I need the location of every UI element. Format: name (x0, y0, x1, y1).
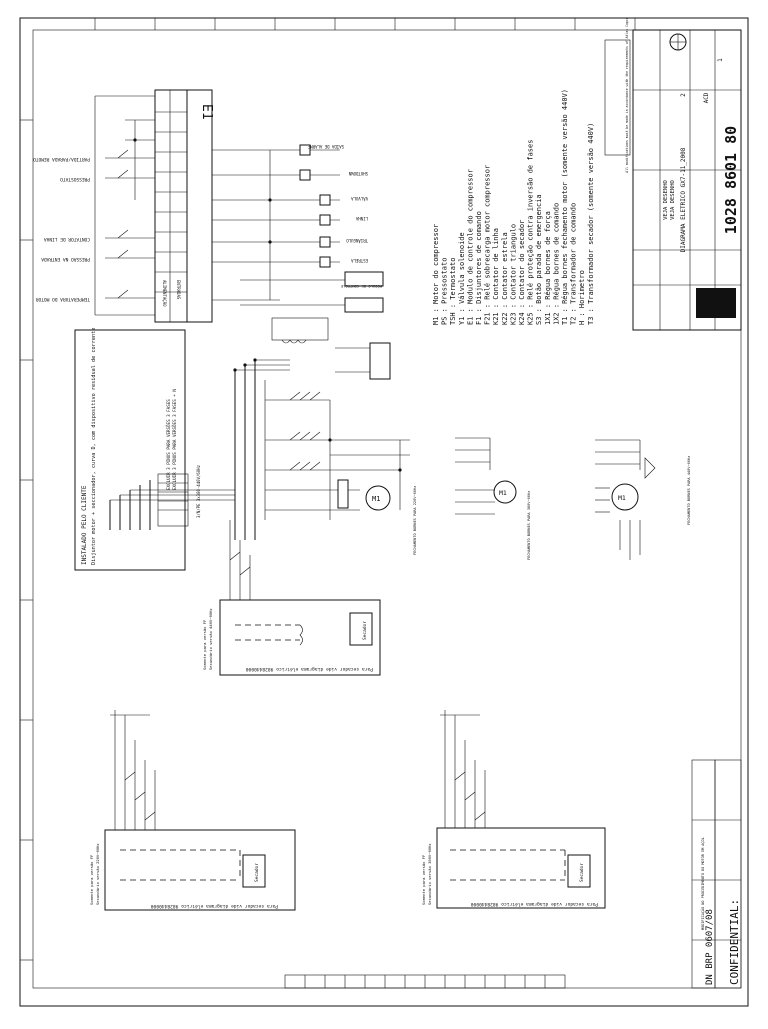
dryer-ref-220: Para secador vide diagrama elétrico 9828… (151, 903, 278, 910)
dryer-label-440: Secador (362, 621, 368, 640)
label-shutdown: SHUTDOWN (348, 171, 368, 176)
dryer-circuit-440: Secador Para secador vide diagrama elétr… (202, 520, 381, 676)
dryer-label-380: Secador (579, 863, 585, 882)
legend-entry: K25 : Relé proteção contra inversão de f… (527, 140, 535, 325)
legend-entry: PS : Pressostato (441, 258, 449, 325)
label-control-module: MÓDULO DE CONTROLE (340, 284, 382, 289)
three-phase-neutral-rule: EXCLUIR 3 PINOS PARA VERSÕES 3 FASES + N (172, 389, 177, 490)
outer-frame (19, 17, 749, 1007)
legend-entry: T2 : Transformador de comando (570, 203, 578, 325)
dryer-version-220: Somente para versão FF (89, 854, 94, 905)
dryer-ref-380: Para secador vide diagrama elétrico 9828… (471, 901, 598, 908)
label-motor-temperature: TEMPERATURA DO MOTOR (36, 296, 90, 302)
legend-entry: K21 : Contator de linha (492, 228, 500, 325)
see-drawing-1: VEJA DESENHO (670, 180, 676, 220)
frame-markers (20, 18, 636, 961)
drawing-title: DIAGRAMA ELETRICO GX7-11_2008 (680, 147, 687, 252)
legend-entry: TSH : Termostato (449, 258, 457, 325)
dryer-secondary-440: Secundário versão 440V~60Hz (208, 608, 213, 670)
label-line: LINHA (355, 216, 368, 221)
disjuntor-note: Disjuntor motor + seccionador, curva D, … (91, 328, 97, 565)
legend-entry: 1X1 : Régua bornes de força (544, 211, 552, 325)
dryer-circuit-220: Secador Para secador vide diagrama elétr… (89, 710, 296, 911)
inner-frame (32, 29, 742, 989)
label-remote-start-stop: PARTIDA/PARADA REMOTO (33, 156, 90, 162)
e1-label: E1 (199, 104, 214, 120)
motor-closing-220: FECHAMENTO BORNES PARA 220V~60Hz (413, 486, 417, 555)
dryer-ref-440: Para secador vide diagrama elétrico 9828… (246, 666, 373, 673)
motor-380v-symbol (493, 480, 517, 504)
output-wiring (212, 144, 384, 313)
motor-380v-label: M1 (499, 489, 507, 497)
warning-triangle (644, 457, 656, 479)
legend-entry: F1 : Disjuntores de comando (475, 211, 483, 325)
motor-closing-440: FECHAMENTO BORNES PARA 440V~60Hz (687, 456, 691, 525)
junction-dots (133, 138, 402, 472)
bottom-right-strip: CONFIDENTIAL: DN BRP 0607/08 MODIFICAÇÃO… (691, 759, 742, 989)
drawing-number: 1028 8601 80 (722, 126, 740, 234)
dryer-label-220: Secador (254, 863, 260, 882)
legend-entry: M1 : Motor do compressor (432, 224, 440, 325)
legend-entry: K23 : Contator triangulo (509, 224, 517, 325)
revision-number: 2 (680, 93, 687, 97)
label-star: ESTRELA (351, 258, 368, 263)
input-wiring (94, 95, 155, 316)
three-phase-rule: EXCLUIR 3 PINOS PARA VERSÕES 3 FASES (166, 399, 171, 490)
control-module-e1: E1 ENTRADAS ALIMENTAÇÃO (154, 89, 214, 323)
sheet-number: 1 (717, 58, 724, 62)
atlas-logo-block (696, 288, 736, 318)
modification-notice: All modifications must be made in accord… (625, 17, 629, 173)
legend-entry: S3 : Botão parada de emergencia (535, 194, 543, 325)
dn-reference: DN BRP 0607/08 (705, 909, 715, 985)
dryer-version-440: Somente para versão FF (202, 619, 207, 670)
label-alarm-output: SAÍDA DE ALARME (307, 144, 344, 149)
revision-note: MODIFICAÇÃO NO PROCEDIMENTO DO MOTOR EM … (700, 837, 705, 930)
e1-entries-label: ENTRADAS (176, 280, 181, 300)
legend-entry: T1 : Régua bornes fechamento motor (some… (561, 89, 569, 325)
motor-m1-symbol (365, 485, 391, 511)
motor-closing-380: FECHAMENTO BORNES PARA 380V~60Hz (527, 491, 531, 560)
motor-terminal-diagrams: M1 FECHAMENTO BORNES PARA 380V~60Hz M1 F… (455, 437, 691, 560)
label-line-contactor: CONTATOR DE LINHA (44, 236, 90, 242)
dryer-secondary-220: Secundário versão 220V~60Hz (95, 843, 100, 905)
label-valve: VÁLVULA (351, 196, 368, 201)
dryer-version-380: Somente para versão FF (421, 854, 426, 905)
legend-entry: T3 : Transformador secador (somente vers… (587, 123, 595, 325)
legend-entry: E1 : Modulo de controle do compressor (466, 169, 474, 325)
dryer-secondary-380: Secundário versão 380V~60Hz (427, 843, 432, 905)
label-delta: TRIÂNGULO (346, 238, 368, 243)
label-pressure-switch: PRESSOSTATO (60, 176, 90, 182)
power-circuit: INSTALADO PELO CLIENTE Disjuntor motor +… (74, 317, 417, 571)
confidential-label: CONFIDENTIAL: (728, 899, 741, 985)
client-installed-note: INSTALADO PELO CLIENTE (81, 485, 88, 565)
legend-entry: K24 : Contator do secador (518, 220, 526, 325)
e1-supply-label: ALIMENTAÇÃO (162, 280, 167, 307)
see-drawing-2: VEJA DESENHO (663, 180, 669, 220)
legend-entry: F21 : Relé sobrecarga motor compressor (484, 165, 492, 325)
legend-entry: K22 : Contator estrela (501, 232, 509, 325)
title-block: 1028 8601 80 DIAGRAMA ELETRICO GX7-11_20… (604, 17, 742, 331)
dryer-circuit-380: Secador Para secador vide diagrama elétr… (421, 710, 606, 909)
label-inlet-pressure: PRESSÃO NA ENTRADA (41, 256, 90, 263)
revision-strip (284, 974, 566, 989)
motor-m1-label: M1 (372, 495, 380, 503)
legend-entry: Y1 : Válvula solenoide (458, 232, 466, 325)
scale-value: ACD (703, 92, 710, 103)
supply-voltage-label: 3/N/PE 3x380-440V/60Hz (196, 464, 201, 518)
legend-entry: 1X2 : Régua bornes de comando (552, 203, 560, 325)
motor-440v-symbol (611, 483, 639, 511)
motor-440v-label: M1 (618, 494, 626, 502)
legend-entry: H : Horimetro (578, 270, 586, 325)
